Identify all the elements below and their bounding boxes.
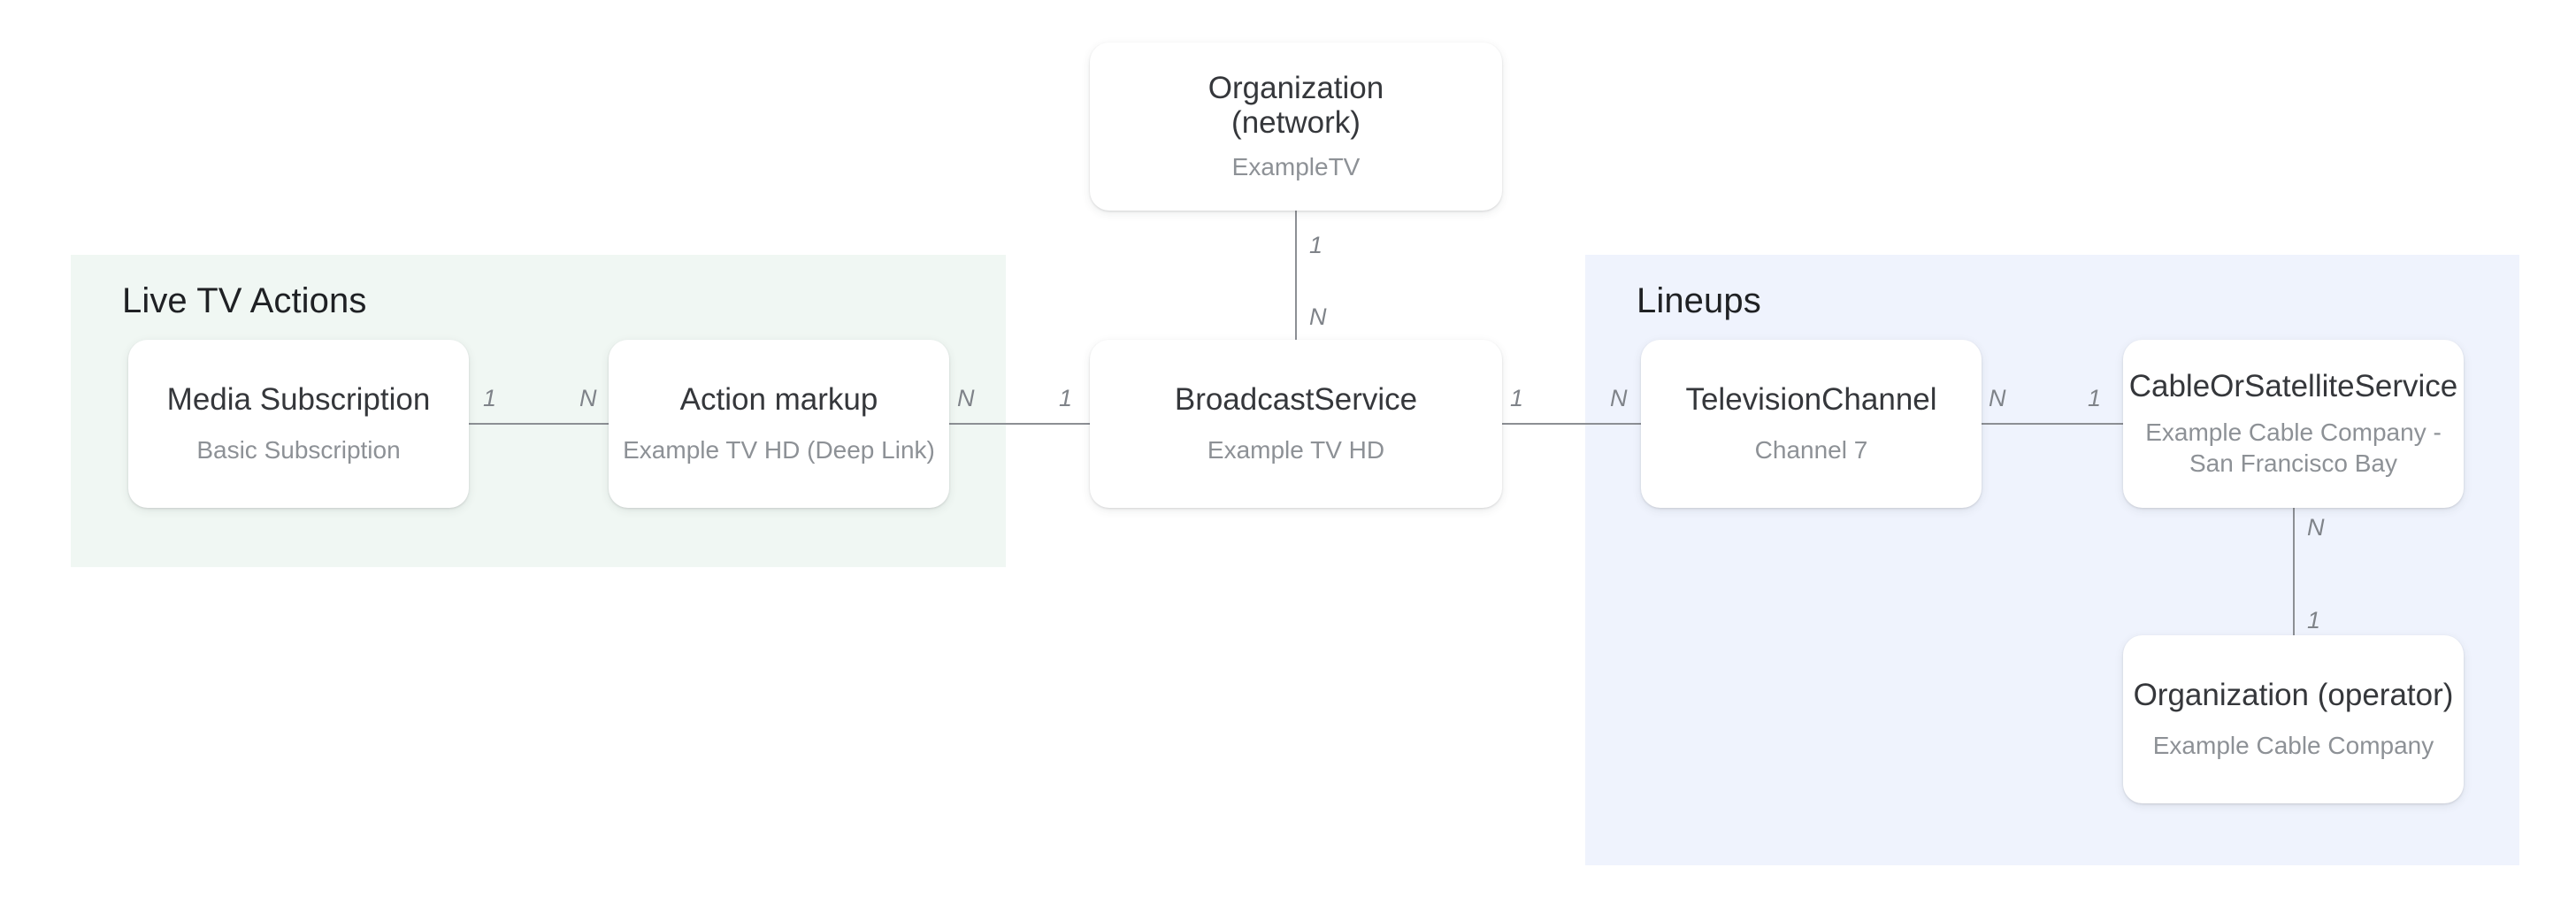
edge-label-broadcast-service-top-side: N (1309, 303, 1327, 330)
group-title-live-tv-actions: Live TV Actions (122, 281, 367, 320)
edge-label-television-channel-left-side: N (1610, 385, 1628, 411)
node-subtitle-organization-operator: Example Cable Company (2152, 731, 2434, 759)
edge-action-markup-to-broadcast-service (940, 423, 1100, 425)
node-title-cable-or-satellite-service: CableOrSatelliteService (2128, 369, 2458, 404)
node-card-organization-network[interactable]: Organization (network) ExampleTV (1090, 42, 1502, 211)
node-title-broadcast-service: BroadcastService (1174, 382, 1418, 418)
edge-label-organization-operator-side: 1 (2307, 607, 2321, 633)
node-subtitle-organization-network: ExampleTV (1231, 153, 1361, 181)
node-title-organization-network: Organization (network) (1208, 71, 1384, 140)
edge-cable-or-satellite-service-to-organization-operator (2293, 506, 2295, 648)
node-title-action-markup: Action markup (679, 382, 878, 418)
node-title-media-subscription: Media Subscription (166, 382, 431, 418)
node-subtitle-broadcast-service: Example TV HD (1207, 435, 1385, 464)
edge-organization-network-to-broadcast-service (1295, 205, 1297, 347)
node-card-action-markup[interactable]: Action markup Example TV HD (Deep Link) (609, 340, 949, 508)
edge-label-television-channel-right-side: N (1989, 385, 2006, 411)
edge-label-broadcast-service-left-side: 1 (1059, 385, 1073, 411)
edge-label-broadcast-service-right-side: 1 (1510, 385, 1524, 411)
edge-label-cable-or-satellite-service-left-side: 1 (2088, 385, 2102, 411)
edge-label-action-markup-right-side: N (957, 385, 975, 411)
node-card-television-channel[interactable]: TelevisionChannel Channel 7 (1641, 340, 1982, 508)
edge-television-channel-to-cable-or-satellite-service (1974, 423, 2134, 425)
edge-media-subscription-to-action-markup (460, 423, 619, 425)
node-card-organization-operator[interactable]: Organization (operator) Example Cable Co… (2123, 635, 2464, 803)
node-subtitle-media-subscription: Basic Subscription (196, 435, 401, 464)
node-card-cable-or-satellite-service[interactable]: CableOrSatelliteService Example Cable Co… (2123, 340, 2464, 508)
edge-label-organization-network-side: 1 (1309, 232, 1323, 258)
edge-label-cable-or-satellite-service-bottom-side: N (2307, 514, 2325, 541)
edge-broadcast-service-to-television-channel (1495, 423, 1654, 425)
edge-label-media-subscription-side: 1 (483, 385, 497, 411)
node-title-organization-operator: Organization (operator) (2133, 678, 2454, 713)
node-card-media-subscription[interactable]: Media Subscription Basic Subscription (128, 340, 469, 508)
node-subtitle-television-channel: Channel 7 (1754, 435, 1868, 464)
node-subtitle-cable-or-satellite-service: Example Cable Company - San Francisco Ba… (2145, 418, 2442, 477)
edge-label-action-markup-left-side: N (579, 385, 597, 411)
group-title-lineups: Lineups (1637, 281, 1761, 320)
node-title-television-channel: TelevisionChannel (1685, 382, 1937, 418)
node-card-broadcast-service[interactable]: BroadcastService Example TV HD (1090, 340, 1502, 508)
node-subtitle-action-markup: Example TV HD (Deep Link) (623, 435, 935, 464)
node-title-line-1: Organization (1208, 70, 1384, 105)
node-title-line-2: (network) (1231, 104, 1361, 140)
